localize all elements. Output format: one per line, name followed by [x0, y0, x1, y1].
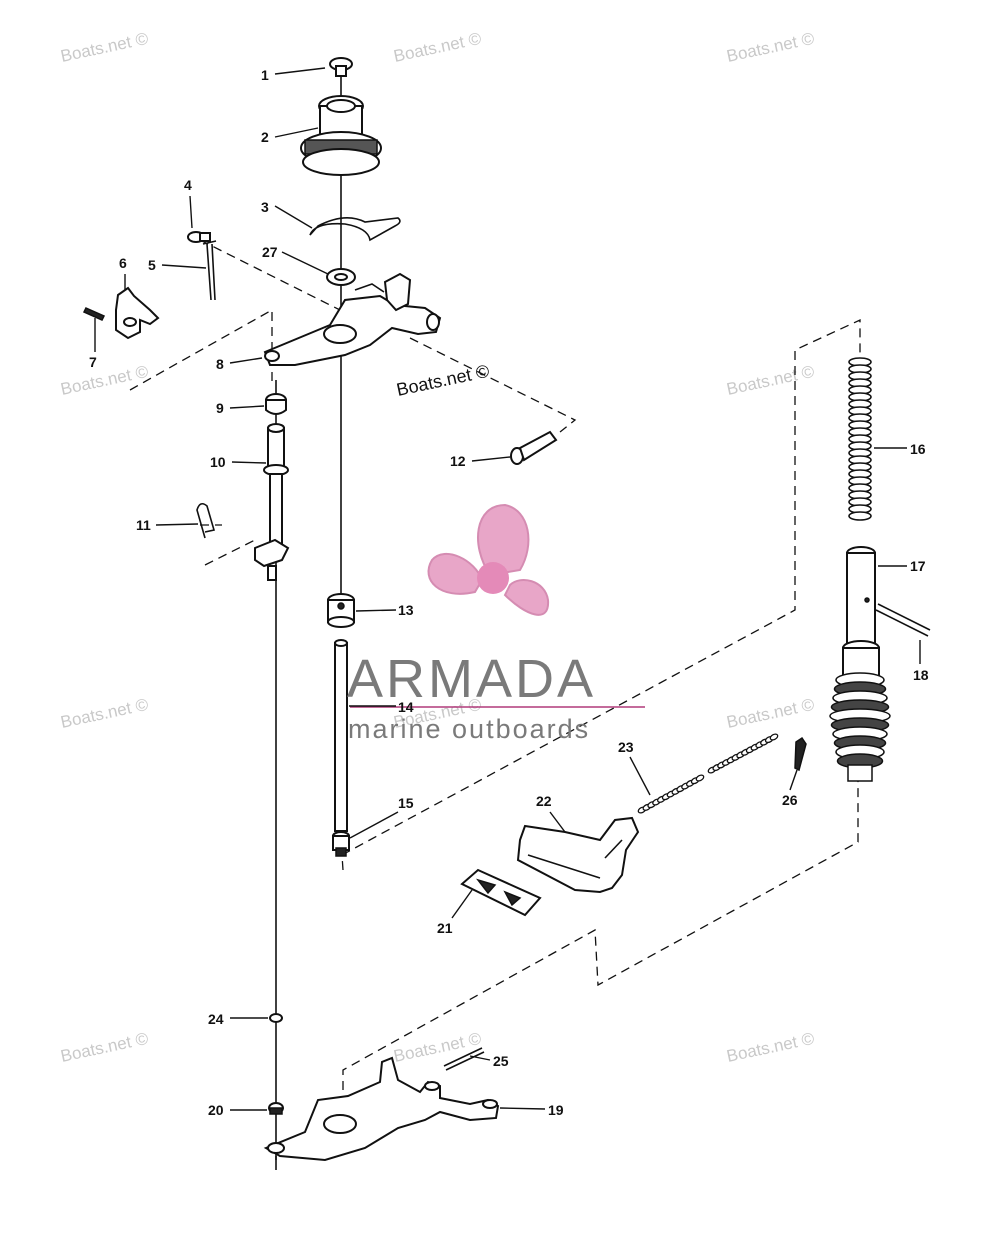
callout-17: 17: [910, 558, 926, 574]
part-20-nut: [268, 1102, 284, 1115]
callout-11: 11: [136, 517, 151, 533]
part-6-clamp: [115, 286, 160, 340]
logo-tagline: marine outboards: [348, 714, 590, 744]
part-13-coupler: [327, 593, 355, 628]
callout-18: 18: [913, 667, 929, 683]
part-26-screw: [794, 736, 807, 772]
part-25-pin: [443, 1047, 485, 1071]
part-17-starter-spool: [842, 546, 880, 679]
callout-3: 3: [261, 199, 269, 215]
part-9-bushing: [265, 393, 287, 415]
watermark: Boats.net ©: [392, 1029, 484, 1066]
watermark-layer: Boats.net © Boats.net © Boats.net © Boat…: [59, 29, 817, 1066]
part-18-pin: [875, 603, 931, 637]
watermark: Boats.net ©: [725, 1029, 817, 1066]
callout-9: 9: [216, 400, 224, 416]
assembly-lines: [129, 62, 861, 1160]
callout-21: 21: [437, 920, 453, 936]
part-15-rod-end: [332, 831, 350, 857]
callout-14: 14: [398, 699, 414, 715]
logo-wordmark: ARMADA: [347, 649, 596, 709]
watermark: Boats.net ©: [59, 362, 151, 399]
callout-8: 8: [216, 356, 224, 372]
propeller-blade: [503, 579, 550, 616]
part-27-washer: [326, 268, 356, 286]
callout-1: 1: [261, 67, 269, 83]
watermark-center: Boats.net ©: [395, 361, 491, 400]
callout-24: 24: [208, 1011, 224, 1027]
callout-20: 20: [208, 1102, 224, 1118]
part-8-lever-plate: [263, 272, 442, 366]
part-12-screw: [510, 430, 558, 465]
armada-logo: ARMADA marine outboards: [347, 503, 645, 744]
part-23-rope: [637, 733, 779, 814]
watermark: Boats.net ©: [725, 362, 817, 399]
part-3-spring: [309, 217, 401, 242]
callout-12: 12: [450, 453, 466, 469]
part-10-shift-shaft: [254, 423, 290, 581]
callout-25: 25: [493, 1053, 509, 1069]
watermark: Boats.net ©: [725, 695, 817, 732]
callout-10: 10: [210, 454, 226, 470]
propeller-blade: [477, 503, 530, 577]
callout-22: 22: [536, 793, 552, 809]
callout-27: 27: [262, 244, 278, 260]
part-21-handle-insert: [460, 868, 542, 917]
part-11-hairpin-clip: [196, 502, 216, 539]
part-19-shift-lever: [263, 1056, 500, 1170]
callouts: 1 2 3 4 5 27 6 7 8 9 10 11 12 13 14 15 1…: [89, 67, 929, 1118]
part-14-rod: [334, 639, 348, 832]
part-1-screw: [329, 57, 353, 77]
callout-13: 13: [398, 602, 414, 618]
part-4-pin-head: [187, 231, 211, 243]
callout-16: 16: [910, 441, 926, 457]
callout-6: 6: [119, 255, 127, 271]
watermark: Boats.net ©: [59, 695, 151, 732]
part-5-link-rod: [202, 240, 217, 301]
watermark: Boats.net ©: [392, 29, 484, 66]
callout-5: 5: [148, 257, 156, 273]
callout-15: 15: [398, 795, 414, 811]
callout-23: 23: [618, 739, 634, 755]
propeller-hub: [477, 562, 509, 594]
part-22-starter-handle: [516, 816, 640, 894]
propeller-blade: [427, 553, 484, 595]
watermark: Boats.net ©: [59, 29, 151, 66]
callout-2: 2: [261, 129, 269, 145]
callout-26: 26: [782, 792, 798, 808]
callout-4: 4: [184, 177, 192, 193]
watermark: Boats.net ©: [59, 1029, 151, 1066]
part-17-bellows: [829, 672, 891, 782]
part-7-screw: [82, 307, 106, 321]
callout-7: 7: [89, 354, 97, 370]
callout-19: 19: [548, 1102, 564, 1118]
watermark: Boats.net ©: [725, 29, 817, 66]
part-16-spring: [848, 357, 872, 521]
part-24-e-ring: [269, 1013, 283, 1023]
part-2-pinion-gear: [300, 95, 382, 176]
